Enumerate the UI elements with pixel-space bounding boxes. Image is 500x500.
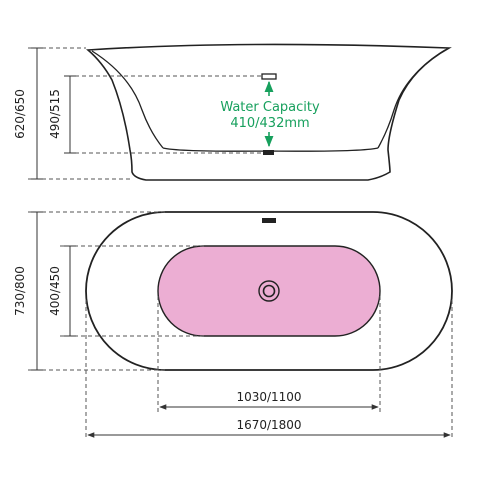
waste-icon xyxy=(263,150,274,155)
side-view: Water Capacity 410/432mm 620/650 490/515 xyxy=(13,43,452,181)
width-inner-label: 400/450 xyxy=(48,266,62,316)
tub-side-inner-left xyxy=(91,50,164,149)
height-overall-label: 620/650 xyxy=(13,89,27,139)
height-inner-label: 490/515 xyxy=(48,89,62,139)
length-inner-label: 1030/1100 xyxy=(236,390,301,404)
waste-inner-ring xyxy=(262,284,276,298)
water-capacity-value: 410/432mm xyxy=(230,116,309,131)
water-capacity-label: Water Capacity xyxy=(220,100,320,115)
length-overall-label: 1670/1800 xyxy=(236,418,301,432)
width-overall-label: 730/800 xyxy=(13,266,27,316)
top-view: 730/800 400/450 1030/1100 1670/1800 xyxy=(13,211,453,440)
tub-side-outline xyxy=(85,43,452,181)
waste-outer-ring xyxy=(258,280,280,302)
overflow-icon xyxy=(261,73,277,80)
overflow-top-icon xyxy=(262,218,276,223)
tub-side-inner-right xyxy=(377,49,446,149)
